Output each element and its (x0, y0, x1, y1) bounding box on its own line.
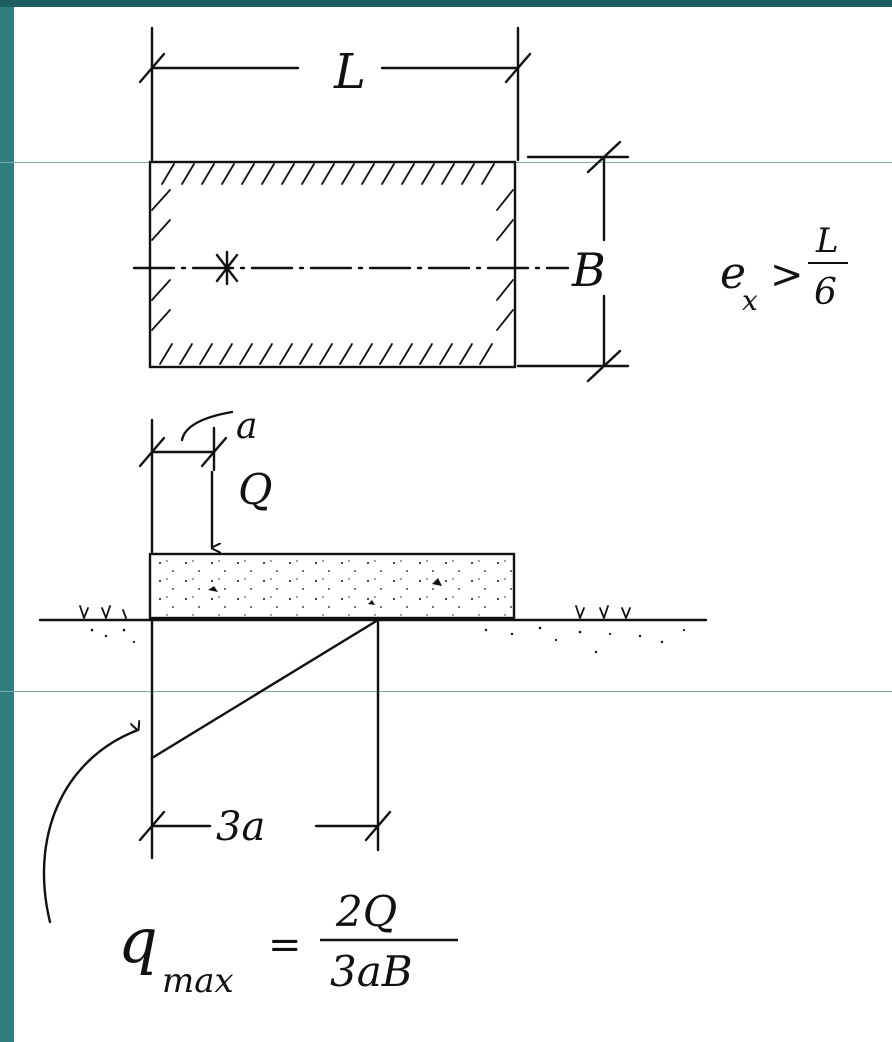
base-length-label: 3a (216, 804, 265, 850)
offset-label: a (236, 406, 257, 447)
length-dimension-line (138, 26, 532, 162)
side-accent-bar (0, 0, 14, 1042)
ratio-denominator: 6 (814, 272, 837, 313)
equals-sign: = (268, 922, 302, 968)
footing-plan-rectangle (148, 160, 517, 369)
formula-numerator: 2Q (335, 887, 397, 936)
top-accent-bar (0, 0, 892, 7)
pressure-triangle (150, 618, 380, 761)
width-dimension-line (516, 140, 630, 383)
q-subscript: max (162, 961, 234, 1001)
q-symbol: q (118, 904, 158, 977)
qmax-leader-arrow (42, 730, 138, 924)
eccentricity-subscript: x (742, 284, 758, 317)
footing-section-block (148, 552, 516, 620)
eccentricity-symbol: e (720, 248, 746, 299)
concrete-texture (152, 556, 512, 616)
qmax-formula: q max = 2Q 3aB (118, 887, 458, 1001)
load-point-asterisk (215, 250, 239, 286)
base-length-dimension-line (138, 756, 392, 860)
length-label: L (333, 44, 366, 100)
load-label: Q (238, 465, 272, 514)
plan-hatching (151, 163, 514, 365)
section-view (38, 410, 708, 924)
width-label: B (571, 243, 606, 297)
offset-dimension-line (138, 410, 234, 554)
soil-speckles (90, 626, 686, 654)
ratio-numerator: L (815, 221, 839, 261)
greater-than-sign: > (770, 252, 804, 298)
formula-denominator: 3aB (330, 947, 413, 996)
eccentricity-condition: e x > L 6 (720, 221, 848, 317)
horizontal-rule-bottom (0, 691, 892, 692)
plan-view (132, 26, 630, 383)
grass-tufts (79, 605, 631, 619)
